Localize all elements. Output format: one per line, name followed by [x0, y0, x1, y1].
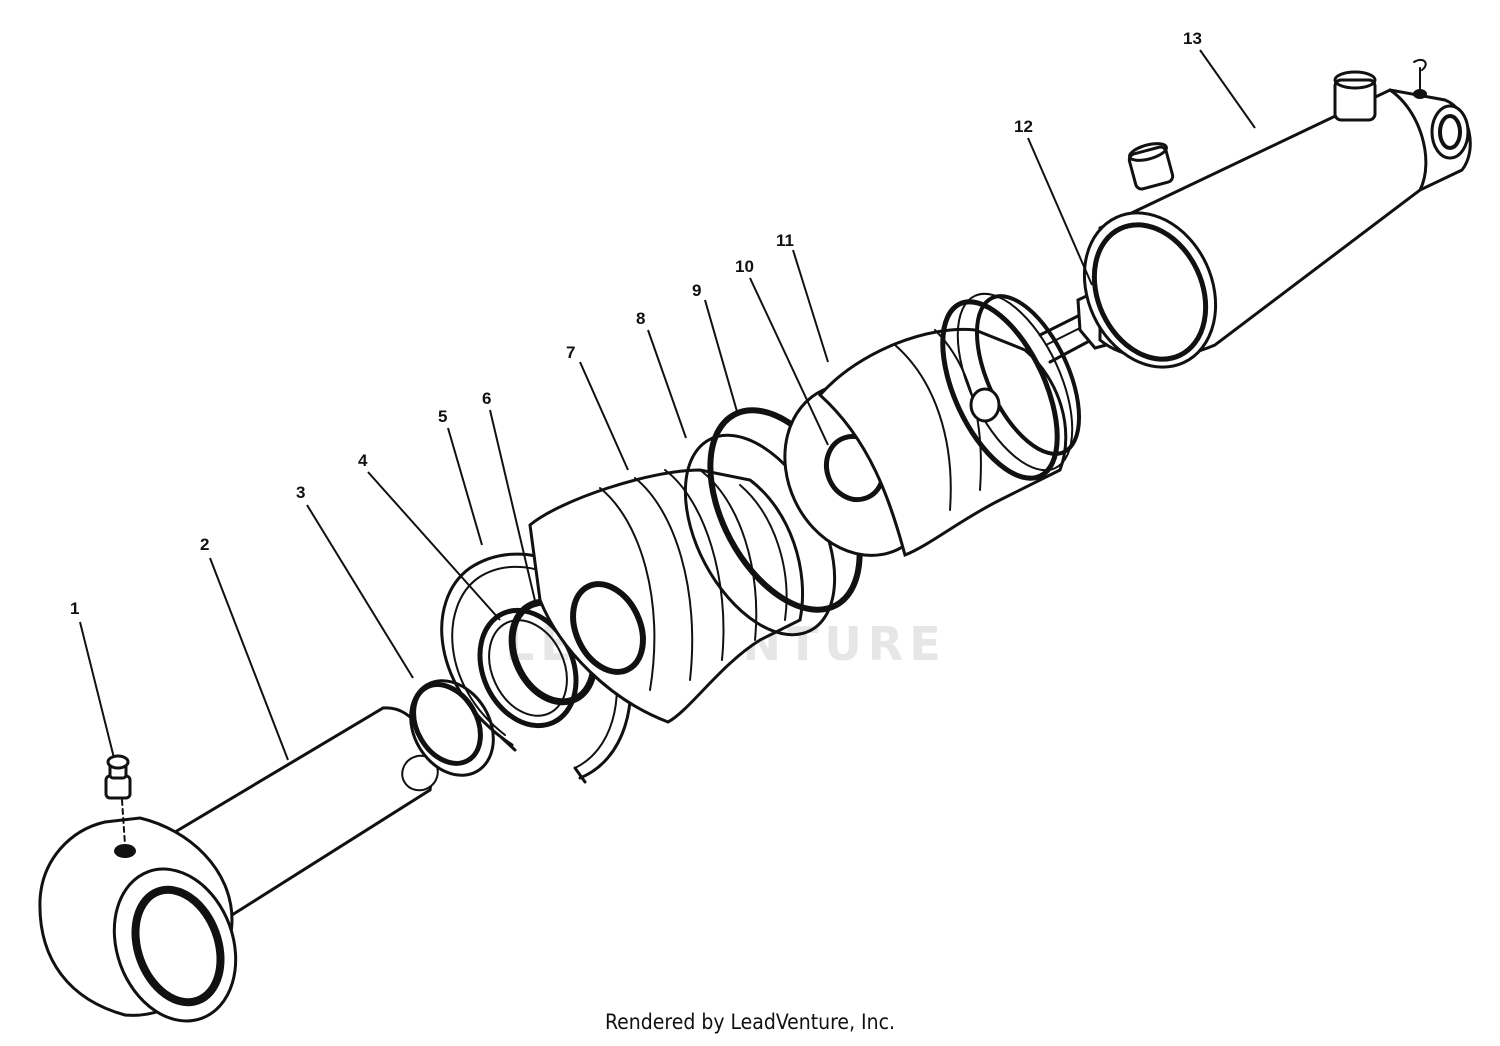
callout-1: 1 — [70, 599, 79, 618]
part-1-grease-fitting — [104, 754, 132, 800]
part-7-gland — [528, 468, 805, 724]
part-11-piston — [783, 292, 1082, 558]
callout-10: 10 — [735, 257, 754, 276]
callout-9: 9 — [692, 281, 701, 300]
credit-text: Rendered by LeadVenture, Inc. — [605, 1010, 895, 1034]
callout-4: 4 — [358, 451, 368, 470]
callout-3: 3 — [296, 483, 305, 502]
callout-7: 7 — [566, 343, 575, 362]
callout-8: 8 — [636, 309, 645, 328]
callout-numbers: 1 2 3 4 5 6 7 8 9 10 11 12 13 — [70, 29, 1202, 618]
callout-6: 6 — [482, 389, 491, 408]
callout-12: 12 — [1014, 117, 1033, 136]
leader-lines — [79, 49, 1256, 761]
callout-5: 5 — [438, 407, 447, 426]
callout-13: 13 — [1183, 29, 1202, 48]
callout-11: 11 — [776, 231, 794, 250]
callout-2: 2 — [200, 535, 209, 554]
part-2-rod-eye — [38, 799, 238, 1023]
part-13-cylinder-barrel — [1082, 58, 1472, 369]
